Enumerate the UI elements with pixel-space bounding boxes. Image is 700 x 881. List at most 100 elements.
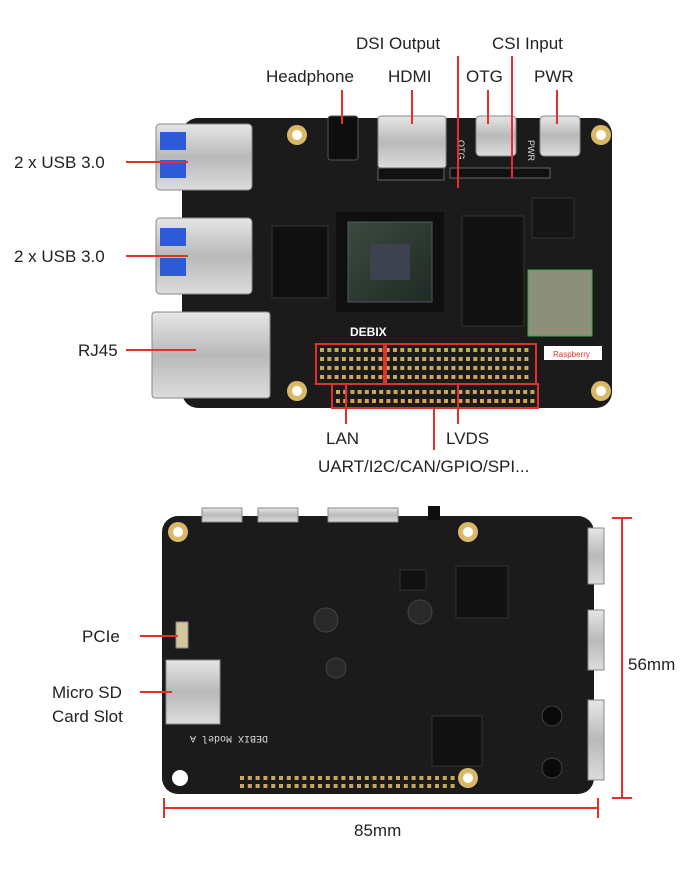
- label-micro-sd-line1: Micro SD: [52, 683, 122, 702]
- header-pin: [422, 348, 427, 352]
- header-pin: [523, 399, 528, 403]
- header-pin: [502, 375, 507, 379]
- header-pin: [494, 390, 499, 394]
- header-pin: [349, 375, 354, 379]
- header-pin: [473, 348, 478, 352]
- header-pin: [400, 348, 405, 352]
- header-pin: [356, 366, 361, 370]
- dsi-connector: [377, 167, 445, 181]
- header-pin: [487, 390, 492, 394]
- header-pin: [517, 375, 522, 379]
- header-pin: [494, 399, 499, 403]
- label-lvds: LVDS: [446, 429, 489, 448]
- header-pin: [407, 348, 412, 352]
- header-pin: [286, 776, 291, 780]
- header-pin: [349, 357, 354, 361]
- header-pin: [240, 784, 244, 788]
- header-pin: [444, 357, 449, 361]
- bottom-pwr-edge: [257, 507, 299, 523]
- header-pin: [263, 776, 268, 780]
- header-pin: [436, 348, 441, 352]
- dimension-lines: [163, 517, 632, 818]
- header-pin: [444, 399, 448, 403]
- header-pin: [302, 776, 307, 780]
- header-pin: [465, 390, 470, 394]
- header-pin: [508, 390, 513, 394]
- header-pin: [240, 776, 244, 780]
- bottom-chip-3: [399, 569, 427, 591]
- bottom-usb-edge-2: [587, 609, 605, 671]
- header-pin: [495, 357, 500, 361]
- bottom-otg-edge: [201, 507, 243, 523]
- header-pin: [341, 348, 346, 352]
- header-pin: [302, 784, 307, 788]
- header-pin: [400, 399, 405, 403]
- ram-chip: [271, 225, 329, 299]
- header-pin: [444, 348, 449, 352]
- header-pin: [422, 399, 427, 403]
- header-pin: [480, 390, 484, 394]
- header-pin: [294, 784, 299, 788]
- header-pin: [495, 375, 500, 379]
- header-pin: [429, 375, 434, 379]
- header-pin: [427, 784, 432, 788]
- header-pin: [396, 776, 400, 780]
- header-pin: [419, 776, 424, 780]
- header-pin: [372, 390, 376, 394]
- header-pin: [407, 357, 412, 361]
- model-silk: DEBIX Model A: [190, 732, 268, 744]
- bottom-rj45-edge: [587, 699, 605, 781]
- header-pin: [466, 366, 470, 370]
- header-pin: [517, 348, 522, 352]
- header-pin: [524, 357, 529, 361]
- header-pin: [480, 366, 485, 370]
- header-pin: [429, 366, 434, 370]
- header-pin: [472, 399, 477, 403]
- header-pin: [472, 390, 477, 394]
- header-pin: [501, 399, 506, 403]
- header-pin: [341, 366, 346, 370]
- label-lan: LAN: [326, 429, 359, 448]
- header-pin: [393, 390, 398, 394]
- header-pin: [408, 390, 412, 394]
- header-pin: [363, 366, 368, 370]
- header-pin: [480, 357, 485, 361]
- header-pin: [444, 390, 448, 394]
- header-pin: [403, 776, 408, 780]
- header-pin: [458, 399, 463, 403]
- header-pin: [429, 348, 434, 352]
- header-pin: [356, 357, 361, 361]
- header-pin: [509, 357, 514, 361]
- pmic-chip: [531, 197, 575, 239]
- header-pin: [422, 366, 427, 370]
- header-pin: [466, 357, 470, 361]
- header-pin: [393, 399, 398, 403]
- header-pin: [502, 357, 507, 361]
- label-rj45: RJ45: [78, 341, 118, 360]
- header-pin: [450, 776, 455, 780]
- header-pin: [349, 776, 354, 780]
- header-pin: [508, 399, 513, 403]
- header-pin: [279, 784, 283, 788]
- header-pin: [372, 784, 377, 788]
- header-pin: [487, 348, 492, 352]
- wifi-module: [527, 269, 593, 337]
- header-pin: [371, 348, 376, 352]
- bottom-gpio-header: [240, 776, 455, 788]
- header-pin: [349, 784, 354, 788]
- usb-port-lower: [155, 217, 253, 295]
- header-pin: [451, 348, 456, 352]
- top-callout-lines: [126, 56, 558, 450]
- header-pin: [517, 357, 522, 361]
- header-pin: [429, 390, 434, 394]
- header-pin: [350, 390, 355, 394]
- header-pin: [442, 776, 447, 780]
- bottom-pad-1: [313, 607, 339, 633]
- header-pin: [530, 399, 535, 403]
- header-pin: [334, 366, 339, 370]
- header-pin: [378, 357, 383, 361]
- header-pin: [495, 366, 500, 370]
- header-pin: [480, 375, 485, 379]
- header-pin: [364, 784, 369, 788]
- header-pin: [487, 357, 492, 361]
